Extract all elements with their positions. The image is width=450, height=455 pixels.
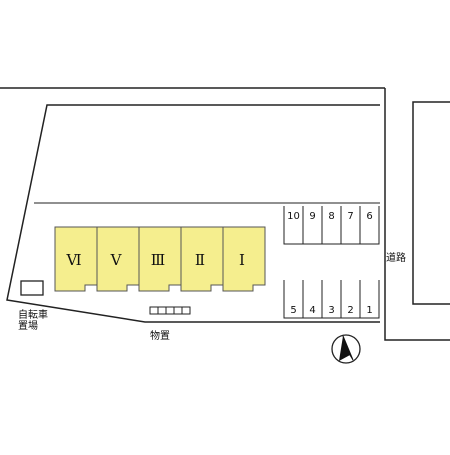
storage-unit <box>165 306 175 315</box>
parking-stall-number: 1 <box>366 305 372 316</box>
bicycle-parking-label-line2: 置場 <box>18 319 38 332</box>
parking-stall-number: 10 <box>287 211 300 222</box>
storage-shed <box>149 306 191 315</box>
storage-unit <box>181 306 191 315</box>
north-arrow-icon <box>331 334 361 364</box>
building-unit <box>222 226 266 292</box>
parking-stall-number: 9 <box>309 211 315 222</box>
building-label: Ⅰ <box>239 251 245 269</box>
storage-unit <box>173 306 183 315</box>
storage-unit <box>149 306 159 315</box>
apartment-buildings: Ⅵ Ⅴ Ⅲ Ⅱ Ⅰ <box>54 226 266 292</box>
building-label: Ⅵ <box>65 251 81 269</box>
storage-unit <box>157 306 167 315</box>
bicycle-parking-box <box>20 280 44 296</box>
road-label: 道路 <box>386 251 406 264</box>
lot-boundary <box>6 104 380 323</box>
parking-stall-number: 5 <box>290 305 296 316</box>
parking-stall <box>359 280 380 319</box>
parking-stall-number: 6 <box>366 211 372 222</box>
parking-lower-row: 5 4 3 2 1 <box>283 280 380 319</box>
parking-upper-row: 10 9 8 7 6 <box>283 206 380 245</box>
parking-stall-number: 8 <box>328 211 334 222</box>
bicycle-parking-label-line1: 自転車 <box>18 308 48 321</box>
parking-stall <box>359 206 380 245</box>
right-road-line <box>384 88 450 341</box>
building-label: Ⅲ <box>151 251 165 269</box>
building-label: Ⅴ <box>110 251 123 269</box>
parking-stall-number: 2 <box>347 305 353 316</box>
right-building-outline <box>412 101 450 305</box>
storage-label: 物置 <box>150 329 170 342</box>
building-label: Ⅱ <box>195 251 205 269</box>
parking-stall-number: 3 <box>328 305 334 316</box>
parking-stall-number: 7 <box>347 211 353 222</box>
parking-stall-number: 4 <box>309 305 315 316</box>
